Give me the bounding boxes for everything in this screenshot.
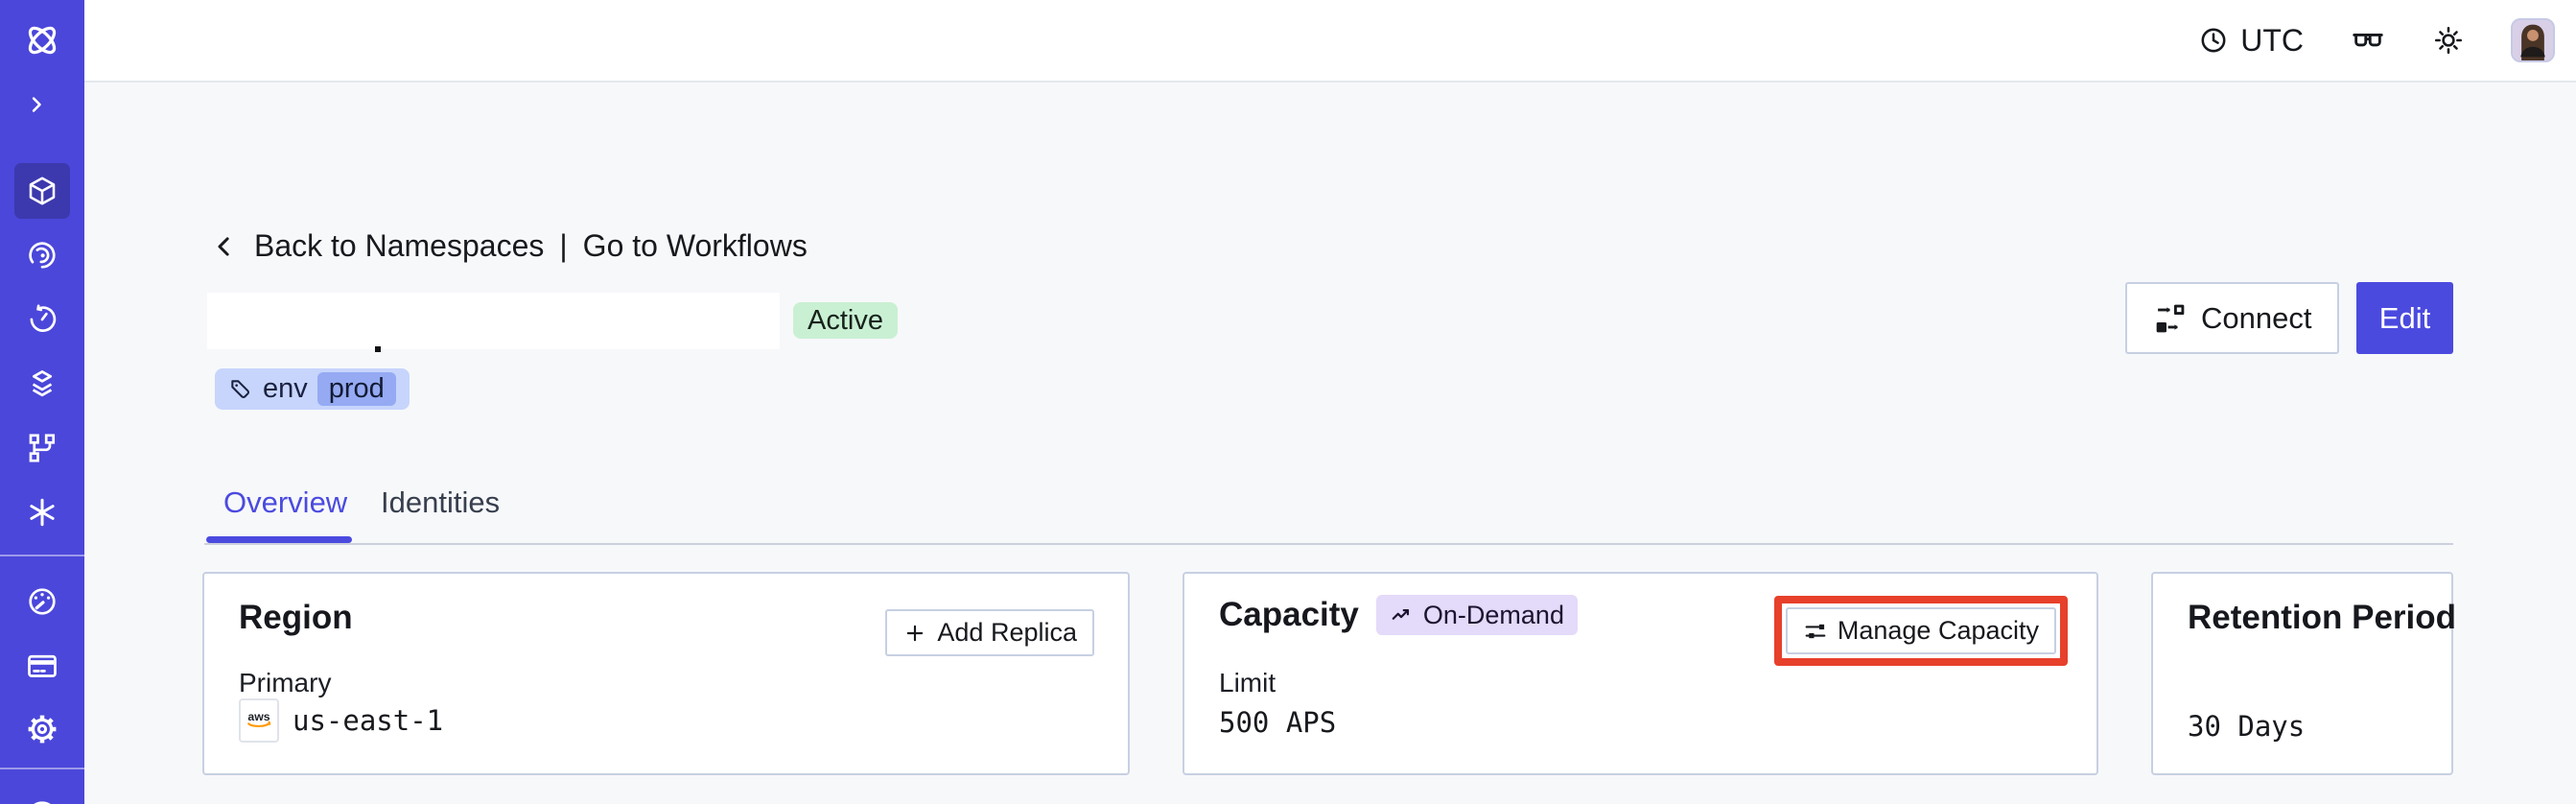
sidebar-item-retry-clock[interactable]	[14, 292, 70, 347]
circle-partial-icon	[34, 801, 51, 804]
aws-logo: aws	[239, 698, 279, 743]
sun-icon	[2434, 26, 2463, 55]
connect-icon	[2156, 304, 2185, 332]
sidebar-item-spiral[interactable]	[14, 227, 70, 283]
limit-label: Limit	[1219, 668, 1276, 698]
trend-up-icon	[1392, 609, 1409, 620]
sidebar-item-circle-partial[interactable]	[14, 789, 70, 804]
spiral-icon	[29, 242, 56, 269]
namespace-tag: env prod	[215, 368, 410, 410]
add-replica-button[interactable]: Add Replica	[885, 609, 1094, 656]
user-avatar[interactable]	[2511, 18, 2555, 62]
active-tab-underline	[206, 536, 352, 543]
status-badge: Active	[793, 302, 898, 339]
temporal-logo-icon[interactable]	[20, 18, 64, 62]
capacity-card: Capacity On-Demand Manage Capacity Limit…	[1183, 572, 2098, 775]
git-branch-icon	[29, 434, 56, 462]
svg-text:aws: aws	[247, 710, 269, 723]
tab-overview[interactable]: Overview	[223, 485, 348, 519]
connect-button-label: Connect	[2201, 300, 2312, 335]
sidebar-divider	[0, 768, 84, 769]
go-to-workflows-link[interactable]: Go to Workflows	[582, 228, 808, 263]
sidebar	[0, 0, 84, 804]
sidebar-item-gear[interactable]	[14, 701, 70, 757]
add-replica-label: Add Replica	[937, 618, 1077, 647]
edit-button[interactable]: Edit	[2356, 282, 2453, 354]
aws-logo-icon: aws	[247, 710, 271, 727]
breadcrumb-separator: |	[559, 228, 568, 263]
sidebar-item-gauge[interactable]	[14, 574, 70, 629]
tab-track	[204, 543, 2453, 545]
primary-region-value: us-east-1	[293, 704, 444, 737]
tag-key: env	[263, 373, 308, 404]
region-card-title: Region	[239, 599, 353, 636]
sidebar-item-layers[interactable]	[14, 356, 70, 412]
sidebar-expand-button[interactable]	[23, 91, 61, 118]
on-demand-badge: On-Demand	[1375, 595, 1578, 635]
edit-button-label: Edit	[2378, 300, 2431, 335]
theme-toggle-button[interactable]	[2432, 24, 2465, 57]
chevron-left-icon	[218, 236, 229, 256]
cube-icon	[29, 177, 56, 205]
capacity-card-title: Capacity	[1219, 596, 1359, 633]
retention-card: Retention Period 30 Days	[2151, 572, 2457, 775]
credit-card-icon	[28, 654, 57, 677]
sidebar-item-git-branch[interactable]	[14, 420, 70, 476]
sliders-icon	[1805, 624, 1826, 638]
breadcrumb: Back to Namespaces | Go to Workflows	[210, 228, 808, 264]
back-to-namespaces-link[interactable]: Back to Namespaces	[254, 228, 545, 263]
sidebar-item-asterisk[interactable]	[14, 485, 70, 540]
asterisk-icon	[30, 498, 55, 527]
timezone-selector[interactable]: UTC	[2198, 23, 2304, 59]
gear-icon	[28, 715, 57, 744]
on-demand-label: On-Demand	[1422, 600, 1564, 629]
namespace-name-redacted	[207, 293, 780, 349]
avatar-photo	[2513, 20, 2553, 60]
plus-icon	[907, 625, 924, 641]
connect-button[interactable]: Connect	[2125, 282, 2340, 354]
chevron-right-icon	[32, 97, 41, 112]
capacity-title-row: Capacity On-Demand	[1219, 595, 1578, 635]
manage-capacity-button[interactable]: Manage Capacity	[1785, 607, 2056, 654]
glasses-icon	[2353, 34, 2383, 47]
manage-capacity-label: Manage Capacity	[1837, 616, 2039, 645]
topbar: UTC	[84, 0, 2576, 83]
clock-icon	[2201, 28, 2226, 53]
region-card: Region Add Replica Primary aws us-east-1	[202, 572, 1130, 775]
retention-card-title: Retention Period	[2188, 599, 2457, 636]
primary-label: Primary	[239, 668, 332, 698]
limit-value: 500 APS	[1219, 706, 1337, 739]
sidebar-item-credit-card[interactable]	[14, 638, 70, 694]
sidebar-item-cube[interactable]	[14, 163, 70, 219]
timezone-label: UTC	[2240, 22, 2304, 58]
tab-identities[interactable]: Identities	[381, 485, 501, 519]
redacted-text-remnant	[375, 346, 381, 352]
primary-region-row: aws us-east-1	[239, 698, 443, 743]
gauge-icon	[29, 588, 56, 615]
layers-icon	[32, 370, 53, 397]
sidebar-divider	[0, 555, 84, 556]
retention-value: 30 Days	[2188, 710, 2306, 743]
glasses-button[interactable]	[2350, 22, 2386, 59]
tag-value-pill: prod	[316, 372, 396, 406]
manage-capacity-highlight: Manage Capacity	[1773, 596, 2068, 666]
retry-clock-icon	[30, 304, 57, 332]
tag-icon	[231, 379, 249, 398]
